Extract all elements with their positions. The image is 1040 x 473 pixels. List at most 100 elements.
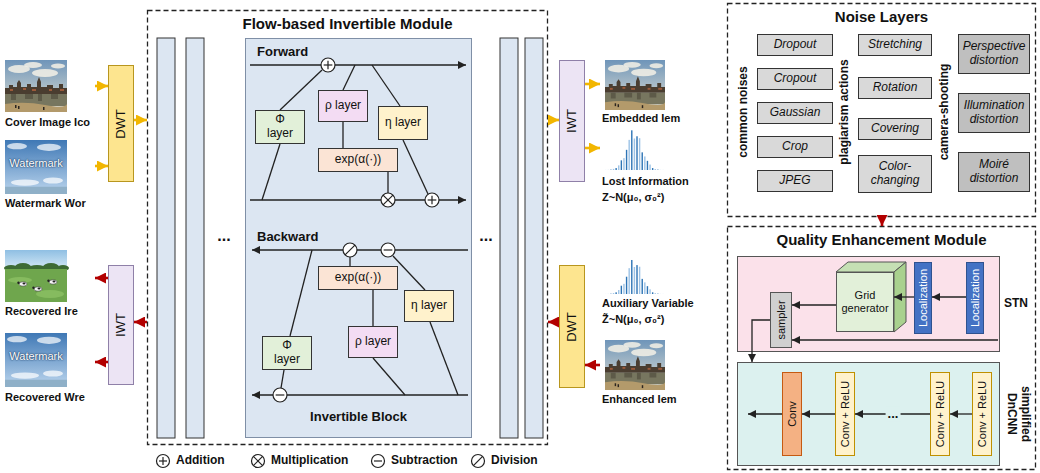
painting-cloud: [623, 62, 640, 68]
node-label: Φ layer: [268, 339, 306, 367]
distribution-bar: [621, 286, 622, 294]
sampler-box: sampler: [770, 292, 792, 348]
watermark-cloud: [7, 143, 27, 149]
connector-arrow: [752, 320, 770, 362]
flow-line: [373, 358, 405, 395]
cow-spot: [38, 288, 41, 290]
painting-image: [605, 60, 665, 110]
frame-heading: Quality Enhancement Module: [727, 231, 1036, 248]
node-label: Conv: [786, 401, 799, 427]
localization-box: Localization: [966, 262, 984, 334]
watermark-cloud: [43, 370, 63, 376]
iwt-box: IWT: [108, 265, 134, 385]
operator-circle: [252, 455, 265, 468]
distribution-bar: [618, 165, 619, 170]
flow-line: [290, 250, 312, 336]
phi-layer: Φ layer: [262, 336, 312, 370]
painting-cloud: [631, 349, 656, 357]
cow-body: [49, 280, 57, 284]
node-label: Cover Image Ico: [5, 116, 90, 129]
connector-arrow: [585, 364, 600, 367]
distribution-bar: [626, 277, 627, 294]
operator-symbol: [157, 455, 170, 468]
distribution-bar: [631, 130, 632, 170]
operator-symbol: [343, 243, 357, 257]
image-panel: WatermarkRecovered Wre: [3, 333, 95, 408]
node-label: Enhanced Iem: [602, 393, 677, 406]
connector-arrow: [95, 361, 108, 364]
painting-figure: [15, 105, 17, 108]
noise-box: Covering: [858, 118, 932, 140]
conv-relu-box: Conv + ReLU: [835, 372, 855, 456]
watermark-cloud: [37, 337, 61, 344]
node-label: Dropout: [774, 38, 817, 52]
noise-box: Crop: [757, 136, 833, 158]
painting-reflection: [637, 373, 641, 380]
distribution-panel: Auxiliary VariableZ̃~N(μ₀, σ₀²): [600, 255, 700, 333]
node-label: exp(α(·)): [335, 153, 381, 167]
painting-roof: [23, 88, 26, 90]
legend-symbol: [155, 453, 171, 469]
distribution-bar: [647, 286, 648, 294]
node-label: Localization: [969, 269, 982, 327]
connector-arrow: [548, 119, 559, 122]
painting-roof: [10, 89, 13, 91]
painting-roof: [648, 368, 651, 370]
node-label: Recovered Ire: [5, 305, 78, 318]
distribution-bar: [631, 260, 632, 294]
operator-symbol: [372, 455, 385, 468]
node-label: Cropout: [774, 72, 817, 86]
connector-arrow: [342, 122, 343, 148]
dwt-box: DWT: [559, 265, 585, 388]
node-label: η layer: [411, 299, 447, 313]
node-label: Illumination distortion: [959, 99, 1029, 127]
distribution-bar: [660, 293, 661, 294]
image-panel: Recovered Ire: [3, 250, 95, 320]
distribution-panel: Lost InformationZ~N(μ₀, σ₀²): [600, 125, 700, 217]
painting-shore: [605, 101, 665, 110]
noise-box: Perspective distortion: [958, 34, 1030, 74]
distribution-bar: [662, 169, 663, 170]
node-label: IWT: [114, 313, 129, 337]
distribution-bar: [605, 293, 606, 294]
connector-arrow: [372, 290, 373, 326]
node-label: Lost Information: [602, 175, 689, 188]
painting-reflection: [11, 94, 16, 100]
noise-box: Gaussian: [757, 102, 833, 124]
distribution-bar: [636, 265, 637, 294]
connector-arrow: [95, 165, 108, 168]
distribution-bar: [621, 160, 622, 170]
frame-outline: [246, 39, 472, 438]
distribution-bar: [652, 168, 653, 170]
painting-cloud: [623, 342, 640, 348]
watermark-image: [5, 140, 67, 194]
node-label: Z~N(μ₀, σ₀²): [602, 191, 664, 204]
frame-outline: [738, 363, 1000, 466]
node-label: Rotation: [873, 81, 918, 95]
group-label: plagiarism actions: [838, 59, 852, 164]
cow-head: [17, 282, 19, 284]
distribution-bar: [649, 289, 650, 294]
operator-symbol: [425, 193, 439, 207]
ellipsis-label: ...: [886, 407, 901, 422]
operator-stroke: [253, 456, 262, 465]
node-label: Gaussian: [770, 106, 821, 120]
exp-box: exp(α(·)): [318, 148, 398, 172]
node-label: JPEG: [779, 174, 810, 188]
operator-circle: [321, 58, 335, 72]
operator-symbol: [273, 388, 287, 402]
noise-box: Cropout: [757, 68, 833, 90]
operator-stroke: [162, 457, 163, 465]
painting-roof: [32, 89, 36, 91]
node-label: Grid generator: [837, 289, 893, 314]
localization-box: Localization: [914, 262, 932, 334]
watermark-sea: [5, 380, 67, 387]
image-panel: WatermarkWatermark Wor: [3, 140, 95, 211]
flow-line: [403, 140, 428, 194]
operator-stroke: [384, 249, 393, 250]
painting-roof: [658, 88, 662, 90]
ellipsis-label: ...: [217, 227, 230, 245]
node-label: DWT: [114, 109, 129, 139]
flow-line: [349, 257, 350, 266]
coupling-bar: [157, 38, 175, 438]
